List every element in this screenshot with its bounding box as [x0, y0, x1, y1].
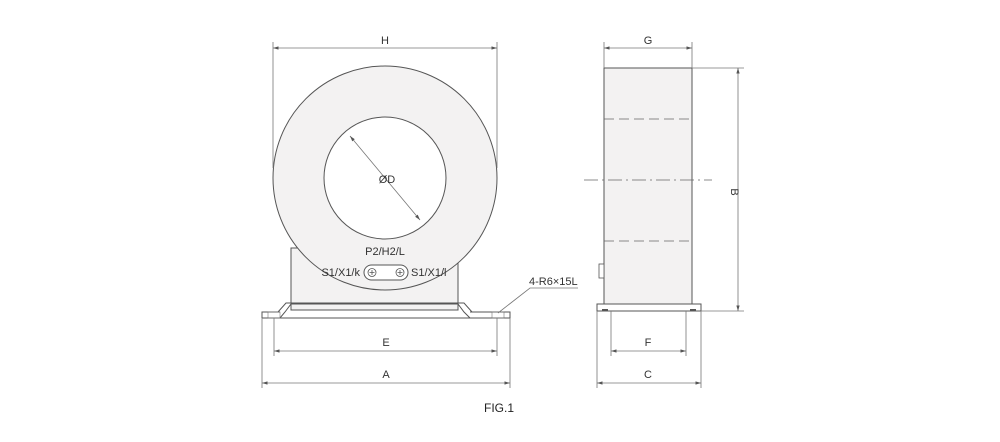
terminal-top-label: P2/H2/L	[365, 246, 405, 258]
slot-right	[491, 311, 505, 319]
side-base	[596, 303, 702, 312]
H-label: H	[381, 35, 389, 47]
slot-left	[267, 311, 281, 319]
F-label: F	[645, 337, 652, 349]
A-label: A	[382, 369, 390, 381]
side-base-slot-left	[602, 309, 608, 311]
front-view: ØD P2/H2/L S1/X1/k S1/X1/l H E A 4-	[261, 35, 578, 388]
terminal-board	[363, 264, 409, 281]
side-terminal	[598, 263, 605, 279]
diameter-arrow	[349, 135, 421, 221]
terminal-right-label: S1/X1/l	[411, 267, 446, 279]
C-label: C	[644, 369, 652, 381]
side-view: G B F C	[584, 35, 744, 388]
screw-cross-right-icon	[397, 270, 403, 275]
terminal-left-label: S1/X1/k	[321, 267, 360, 279]
mounting-note-leader	[497, 287, 578, 314]
B-label: B	[728, 188, 740, 195]
screw-cross-left-icon	[369, 270, 375, 275]
diameter-label: ØD	[379, 174, 396, 186]
G-label: G	[644, 35, 653, 47]
side-body	[603, 67, 693, 305]
figure-caption: FIG.1	[484, 401, 514, 415]
mounting-note: 4-R6×15L	[529, 276, 578, 288]
E-label: E	[382, 337, 389, 349]
side-base-slot-right	[690, 309, 696, 311]
